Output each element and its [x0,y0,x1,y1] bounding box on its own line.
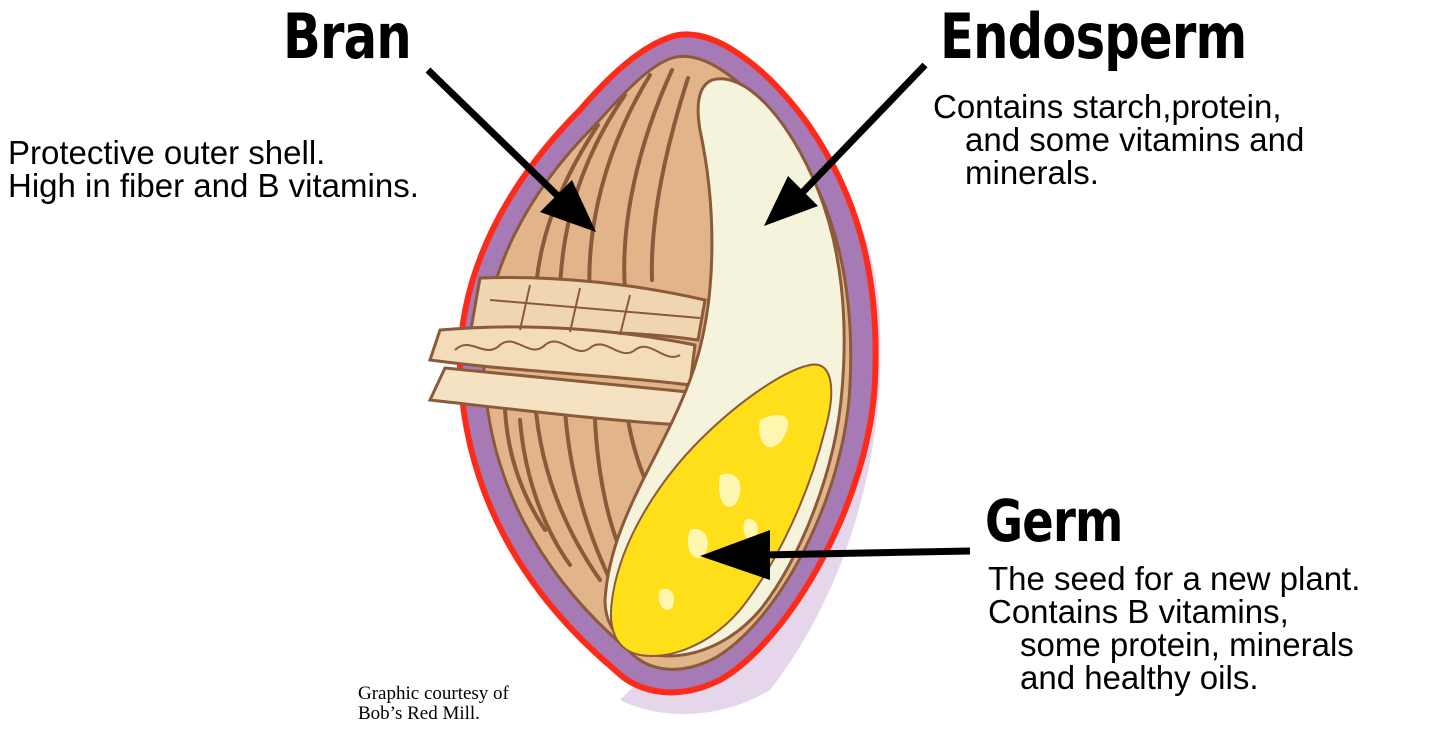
germ-desc-line: Contains B vitamins, [988,595,1360,628]
endosperm-description: Contains starch,protein, and some vitami… [933,90,1304,189]
endosperm-desc-line: Contains starch,protein, [933,90,1304,123]
bran-arrow-line [428,70,562,200]
bran-title: Bran [283,6,411,68]
germ-desc-line: The seed for a new plant. [988,562,1360,595]
germ-title: Germ [985,492,1123,550]
image-credit: Graphic courtesy of Bob’s Red Mill. [358,684,509,724]
endosperm-desc-line: minerals. [933,156,1304,189]
credit-line: Graphic courtesy of [358,684,509,704]
bran-description: Protective outer shell. High in fiber an… [8,136,419,202]
endosperm-arrow-line [800,65,925,195]
endosperm-desc-line: and some vitamins and [933,123,1304,156]
endosperm-title: Endosperm [940,6,1246,68]
germ-description: The seed for a new plant. Contains B vit… [988,562,1360,694]
bran-desc-line: Protective outer shell. [8,136,419,169]
germ-desc-line: and healthy oils. [988,661,1360,694]
germ-desc-line: some protein, minerals [988,628,1360,661]
credit-line: Bob’s Red Mill. [358,704,509,724]
germ-arrow-line [760,551,970,555]
bran-desc-line: High in fiber and B vitamins. [8,169,419,202]
